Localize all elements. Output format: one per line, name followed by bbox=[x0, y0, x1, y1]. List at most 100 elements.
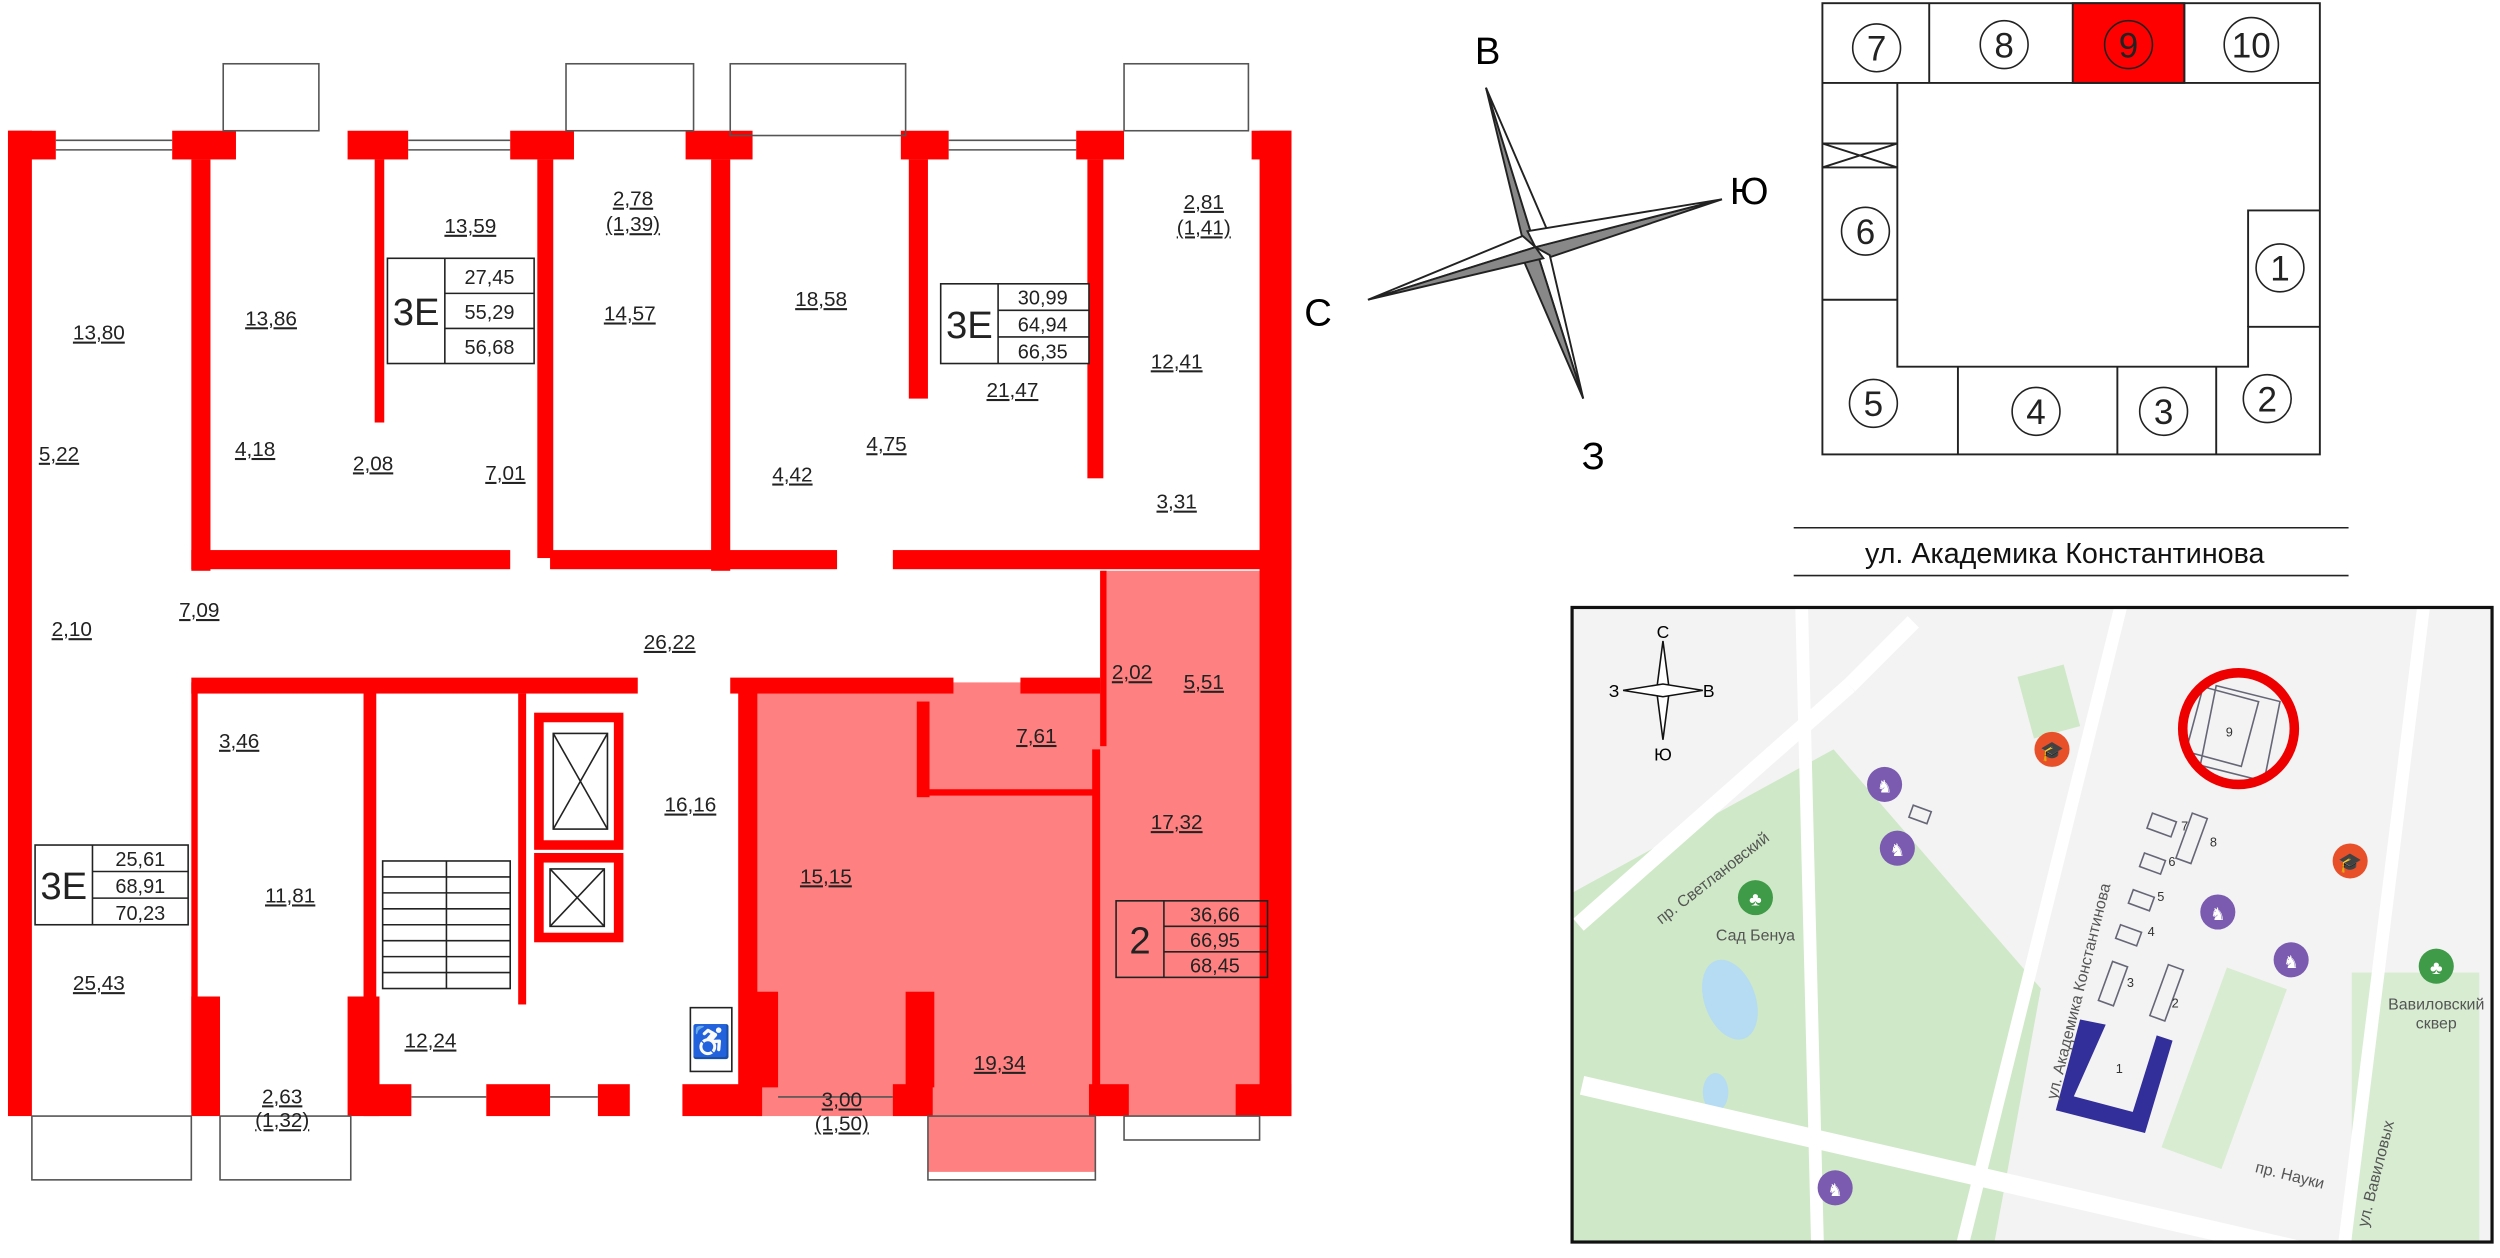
section-8[interactable]: 8 bbox=[1979, 19, 2029, 70]
living-area: 30,99 bbox=[1018, 288, 1068, 310]
svg-text:♣: ♣ bbox=[1749, 890, 1762, 911]
apartment-type: 2 bbox=[1129, 919, 1150, 962]
apartment-info-3e-c[interactable]: 3E 25,61 68,91 70,23 bbox=[34, 844, 189, 926]
kindergarten-icon: ♞ bbox=[1867, 766, 1903, 802]
svg-text:2: 2 bbox=[2257, 380, 2277, 419]
highlight-circle bbox=[2177, 668, 2300, 790]
school-icon: 🎓 bbox=[2332, 843, 2368, 879]
street-label: ул. Академика Константинова bbox=[1865, 538, 2265, 570]
svg-text:Ю: Ю bbox=[1654, 745, 1672, 765]
section-2[interactable]: 2 bbox=[2242, 373, 2292, 424]
svg-text:5: 5 bbox=[2157, 889, 2164, 904]
room-area: 11,81 bbox=[265, 884, 315, 907]
room-area: 13,59 bbox=[444, 215, 496, 238]
svg-text:4: 4 bbox=[2026, 393, 2046, 432]
room-area: 2,08 bbox=[353, 452, 393, 475]
room-area: 4,42 bbox=[772, 464, 812, 487]
room-area-sub: (1,50) bbox=[815, 1112, 869, 1135]
room-area: 5,22 bbox=[39, 443, 79, 466]
section-5[interactable]: 5 bbox=[1848, 378, 1899, 429]
kindergarten-icon: ♞ bbox=[1879, 830, 1915, 866]
svg-text:2: 2 bbox=[2172, 996, 2179, 1011]
section-4[interactable]: 4 bbox=[2011, 386, 2061, 437]
room-area: 16,16 bbox=[664, 794, 716, 817]
apartment-info-2[interactable]: 2 36,66 66,95 68,45 bbox=[1115, 900, 1269, 979]
room-area: 2,63 bbox=[262, 1085, 302, 1108]
room-area: 19,34 bbox=[974, 1052, 1026, 1075]
room-area: 7,61 bbox=[1016, 725, 1056, 748]
section-1[interactable]: 1 bbox=[2255, 243, 2305, 293]
apartment-type: 3E bbox=[946, 304, 993, 347]
compass-rose-icon: В Ю С З bbox=[1304, 30, 1768, 478]
section-3[interactable]: 3 bbox=[2138, 386, 2189, 437]
svg-text:3: 3 bbox=[2154, 393, 2174, 432]
living-area: 36,66 bbox=[1190, 905, 1240, 927]
svg-text:♞: ♞ bbox=[1877, 776, 1893, 796]
total-area: 66,95 bbox=[1190, 930, 1240, 952]
total-area: 64,94 bbox=[1018, 315, 1068, 337]
svg-text:♣: ♣ bbox=[2430, 958, 2443, 979]
svg-text:В: В bbox=[1703, 681, 1715, 701]
svg-text:9: 9 bbox=[2226, 725, 2233, 740]
map-building-numbers: 1 2 3 4 5 6 7 8 9 bbox=[2116, 725, 2233, 1076]
room-area: 26,22 bbox=[644, 631, 696, 654]
walls bbox=[7, 130, 1292, 1117]
room-area: 12,41 bbox=[1151, 350, 1203, 373]
room-area: 13,86 bbox=[245, 307, 297, 330]
room-area: 2,81 bbox=[1184, 191, 1224, 214]
map-compass-icon: С В Ю З bbox=[1609, 622, 1715, 765]
section-7[interactable]: 7 bbox=[1851, 23, 1902, 73]
room-area: 18,58 bbox=[795, 288, 847, 311]
compass-label-yu: Ю bbox=[1730, 170, 1769, 213]
svg-text:10: 10 bbox=[2232, 26, 2271, 65]
apartment-info-3e-a[interactable]: 3E 27,45 55,29 56,68 bbox=[386, 257, 535, 365]
map-label-sad-benua: Сад Бенуа bbox=[1716, 928, 1795, 945]
section-6[interactable]: 6 bbox=[1840, 206, 1891, 256]
room-area-sub: (1,39) bbox=[606, 213, 660, 236]
living-area: 25,61 bbox=[115, 849, 165, 871]
svg-text:7: 7 bbox=[2181, 819, 2188, 834]
room-area-sub: (1,32) bbox=[255, 1109, 309, 1132]
svg-text:9: 9 bbox=[2119, 26, 2139, 65]
room-area: 2,10 bbox=[52, 618, 92, 641]
building-1 bbox=[2055, 1019, 2173, 1133]
svg-text:4: 4 bbox=[2148, 924, 2155, 939]
room-area: 5,51 bbox=[1184, 671, 1224, 694]
total-area-balcony: 66,35 bbox=[1018, 342, 1068, 364]
svg-text:3: 3 bbox=[2127, 975, 2134, 990]
map-label-vavilovsky: Вавиловский bbox=[2388, 996, 2484, 1013]
section-10[interactable]: 10 bbox=[2223, 16, 2280, 73]
park-icon: ♣ bbox=[1737, 880, 1773, 916]
svg-text:🎓: 🎓 bbox=[2338, 853, 2362, 874]
room-area: 15,15 bbox=[800, 865, 852, 888]
total-area-balcony: 56,68 bbox=[465, 337, 515, 359]
map-label-skver: сквер bbox=[2416, 1015, 2457, 1032]
location-map[interactable]: С В Ю З 1 2 3 4 5 6 7 8 9 bbox=[1570, 605, 2494, 1250]
kindergarten-icon: ♞ bbox=[1817, 1170, 1853, 1206]
room-area: 25,43 bbox=[73, 972, 125, 995]
section-numbers: 7 8 9 10 6 1 5 4 3 2 bbox=[1840, 16, 2305, 437]
svg-text:♞: ♞ bbox=[1827, 1180, 1843, 1200]
staircase bbox=[381, 860, 512, 990]
room-area: 3,00 bbox=[822, 1089, 862, 1112]
room-area: 17,32 bbox=[1151, 811, 1203, 834]
svg-text:♿: ♿ bbox=[691, 1023, 731, 1059]
room-area-sub: (1,41) bbox=[1177, 216, 1231, 239]
room-area: 21,47 bbox=[987, 379, 1039, 402]
room-area: 2,78 bbox=[613, 188, 653, 211]
svg-text:С: С bbox=[1657, 622, 1670, 642]
highlighted-apartment-2[interactable] bbox=[755, 570, 1273, 1172]
svg-text:6: 6 bbox=[2168, 854, 2175, 869]
svg-text:♞: ♞ bbox=[1889, 840, 1905, 860]
room-area: 3,46 bbox=[219, 730, 259, 753]
total-area-balcony: 70,23 bbox=[115, 903, 165, 925]
section-9[interactable]: 9 bbox=[2103, 19, 2154, 70]
svg-text:1: 1 bbox=[2270, 250, 2290, 289]
svg-text:5: 5 bbox=[1864, 385, 1884, 424]
room-area: 2,02 bbox=[1112, 661, 1152, 684]
section-plan bbox=[1821, 2, 2321, 456]
apartment-info-3e-b[interactable]: 3E 30,99 64,94 66,35 bbox=[939, 283, 1090, 365]
svg-text:7: 7 bbox=[1867, 30, 1887, 69]
kindergarten-icon: ♞ bbox=[2200, 894, 2236, 930]
room-area: 4,18 bbox=[235, 438, 275, 461]
